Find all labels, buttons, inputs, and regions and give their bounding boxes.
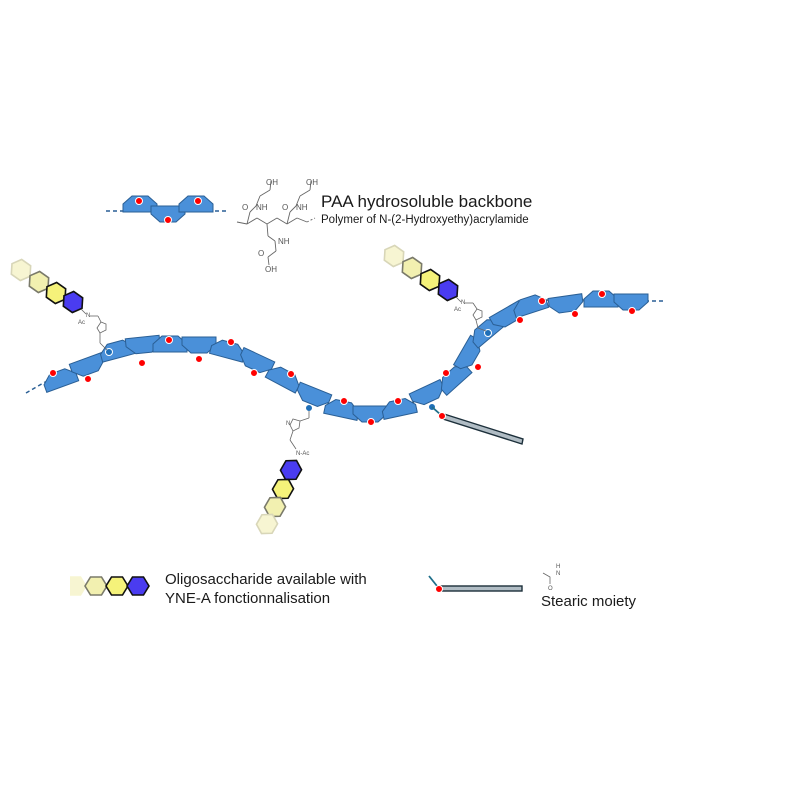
- oligosaccharide-branch-2: N Ac: [379, 241, 487, 332]
- svg-text:NH: NH: [296, 203, 308, 212]
- paa-chemical-structure: [236, 180, 316, 266]
- stearic-legend-text: Stearic moiety: [541, 593, 637, 610]
- stearic-structure-labels: H N O: [548, 564, 560, 592]
- stearic-chain-attached: [431, 406, 524, 445]
- svg-text:N-Ac: N-Ac: [296, 451, 309, 457]
- polymer-backbone-chain: [25, 290, 665, 426]
- svg-text:N: N: [86, 313, 90, 319]
- oligosaccharide-legend-text-line1: Oligosaccharide available with: [165, 571, 367, 588]
- stearic-chemical-structure: [542, 572, 551, 584]
- svg-text:NH: NH: [278, 237, 290, 246]
- paa-structure-labels: OH OH OH NH NH NH O O O: [242, 178, 318, 274]
- svg-text:OH: OH: [306, 178, 318, 187]
- svg-text:Ac: Ac: [454, 307, 461, 313]
- backbone-title: PAA hydrosoluble backbone: [321, 192, 533, 211]
- svg-text:O: O: [242, 203, 248, 212]
- svg-text:O: O: [548, 586, 553, 592]
- oligosaccharide-legend-text-line2: YNE-A fonctionnalisation: [165, 590, 331, 607]
- svg-text:O: O: [258, 249, 264, 258]
- backbone-legend-icon: [106, 195, 228, 224]
- oligosaccharide-branch-3: N-Ac N: [252, 411, 310, 539]
- backbone-subtitle: Polymer of N-(2-Hydroxyethy)acrylamide: [321, 214, 529, 226]
- svg-text:Ac: Ac: [78, 320, 85, 326]
- svg-text:N: N: [286, 421, 290, 427]
- svg-text:O: O: [282, 203, 288, 212]
- svg-text:NH: NH: [256, 203, 268, 212]
- oligosaccharide-branch-1: N Ac: [6, 255, 108, 351]
- svg-text:N: N: [556, 571, 560, 577]
- svg-text:OH: OH: [266, 178, 278, 187]
- stearic-legend-icon: [428, 575, 523, 593]
- svg-text:H: H: [556, 564, 560, 570]
- svg-text:N: N: [461, 300, 465, 306]
- svg-text:OH: OH: [265, 265, 277, 274]
- oligosaccharide-legend-icon: [62, 574, 150, 598]
